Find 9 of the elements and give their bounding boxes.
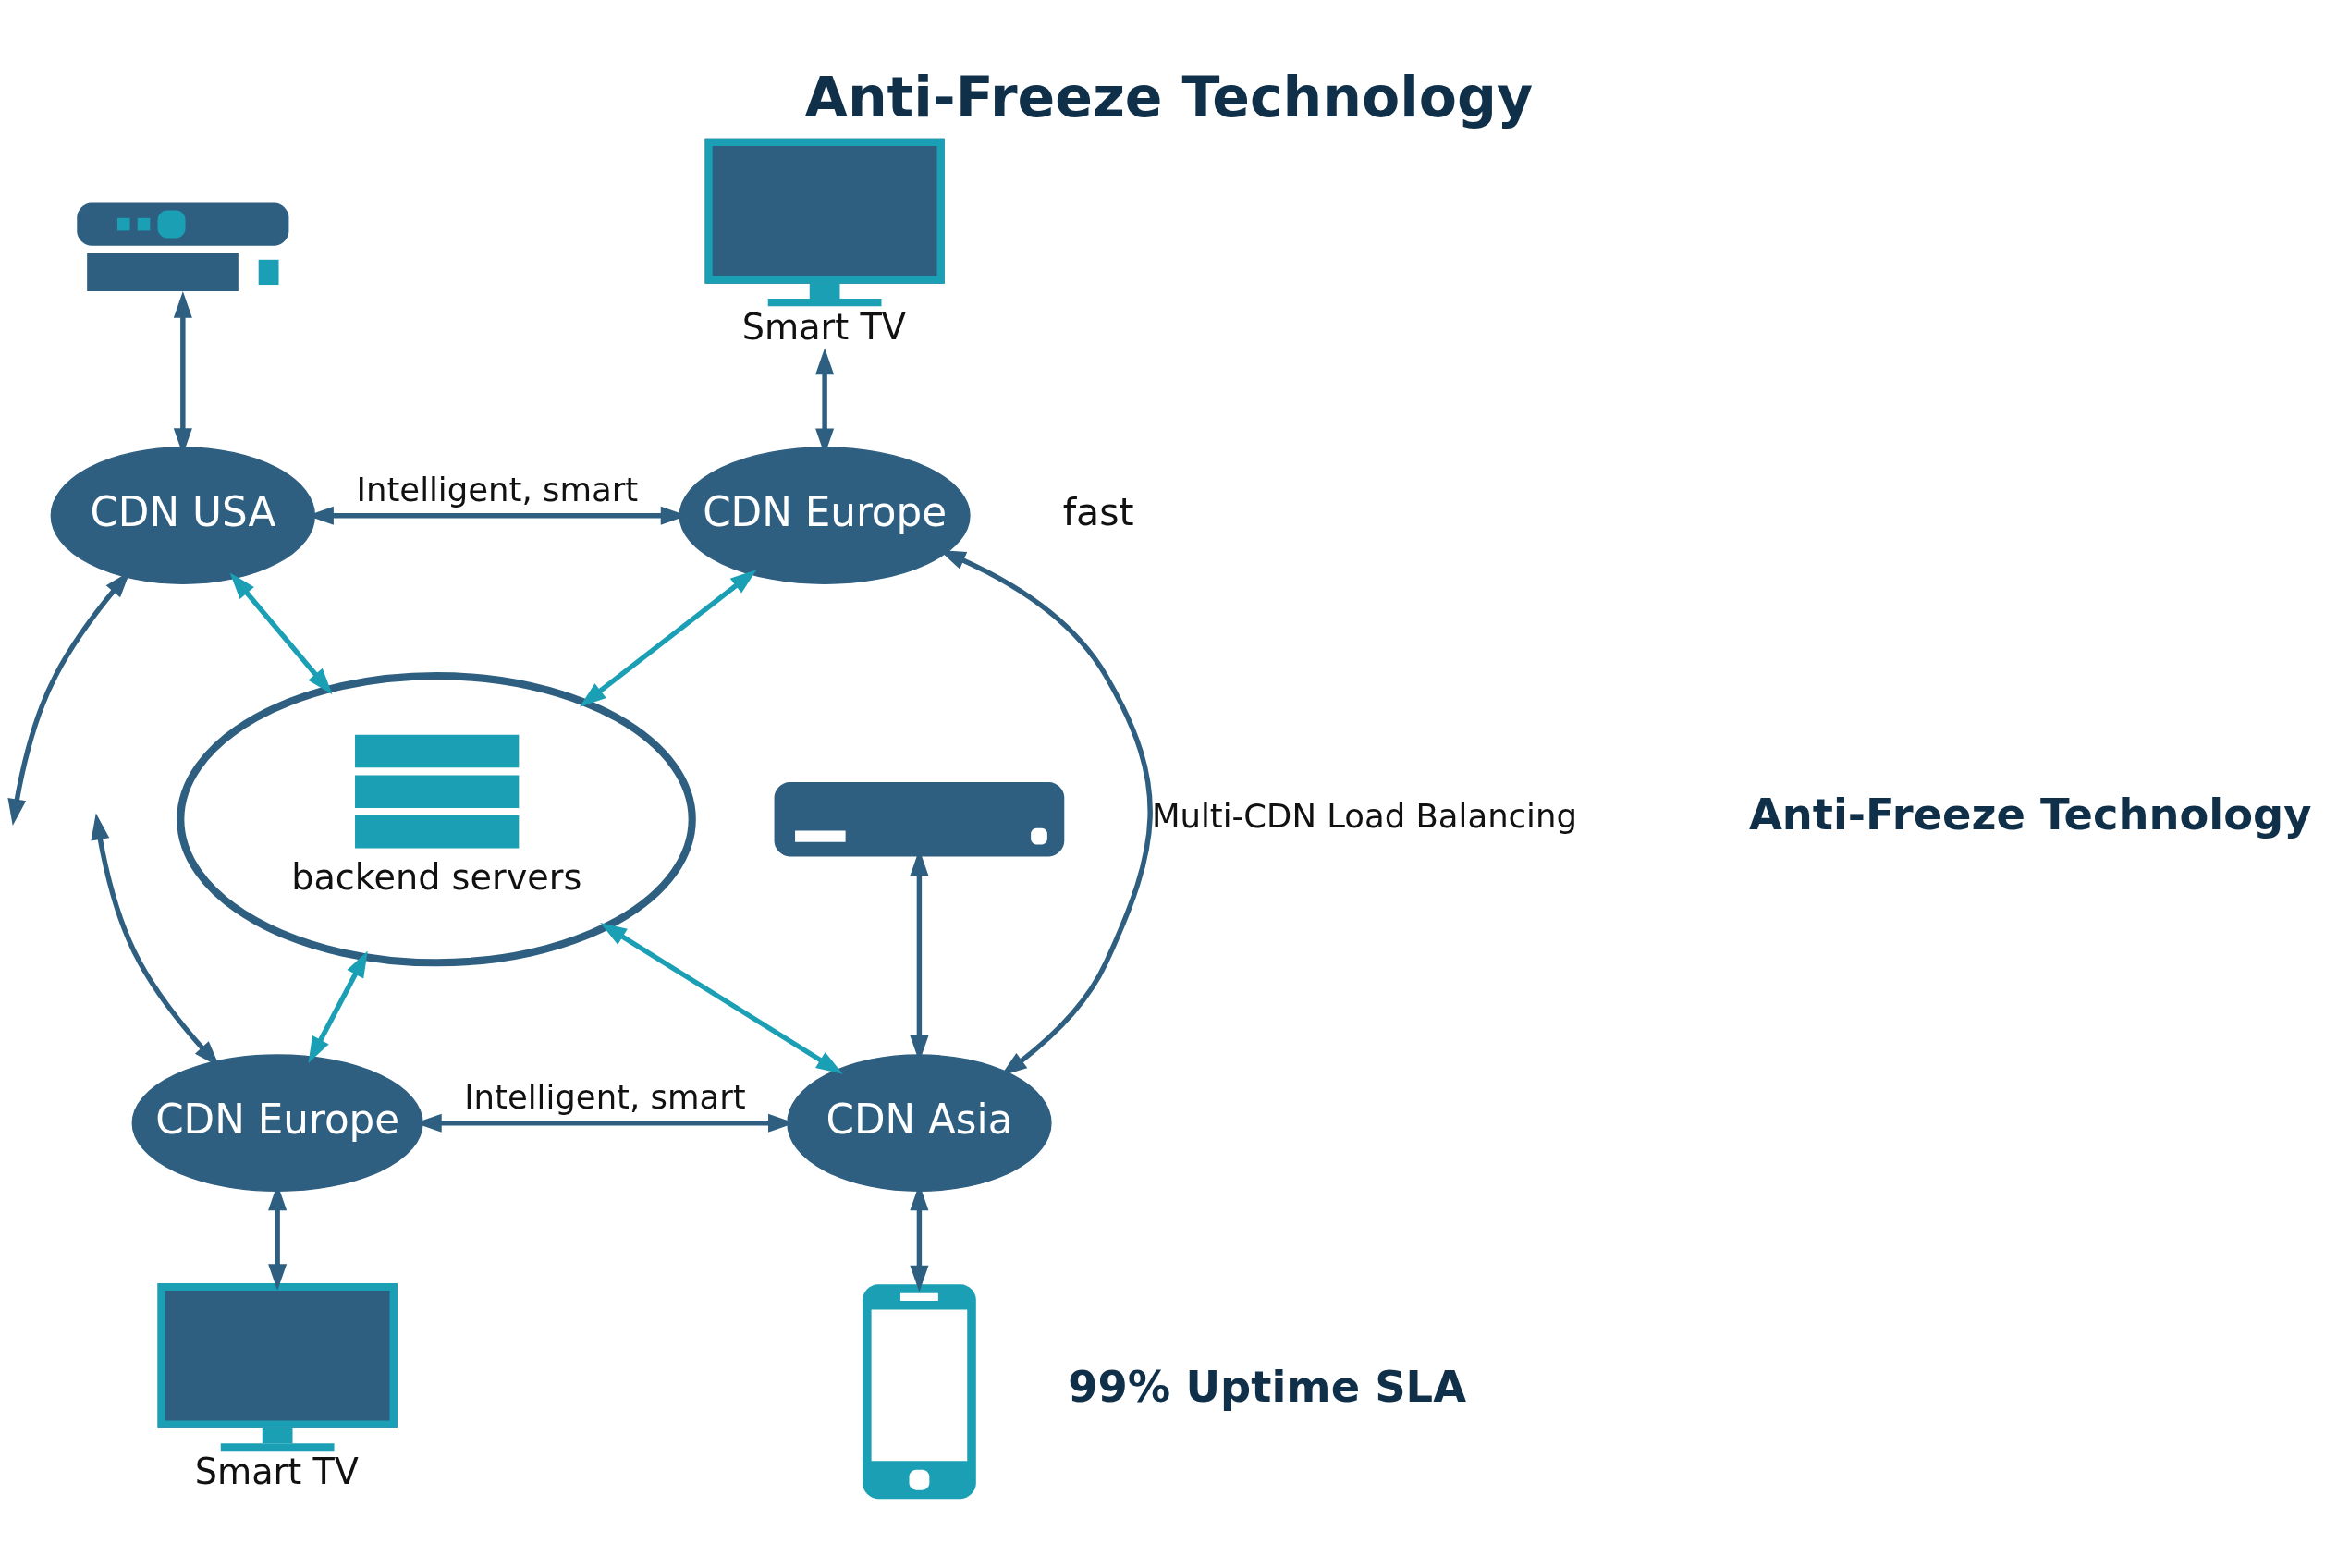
edge-label: Intelligent, smart [464,1078,746,1117]
diagram-title: Anti-Freeze Technology [804,64,1534,129]
label: 99% Uptime SLA [1068,1361,1467,1412]
node-label: Smart TV [194,1452,359,1493]
edge-label: Intelligent, smart [356,471,639,509]
label: fast [1062,489,1134,534]
node-label: Smart TV [741,307,906,349]
edge-label: Multi-CDN Load Balancing [1151,796,1577,835]
label: Anti-Freeze Technology [1748,789,2312,839]
